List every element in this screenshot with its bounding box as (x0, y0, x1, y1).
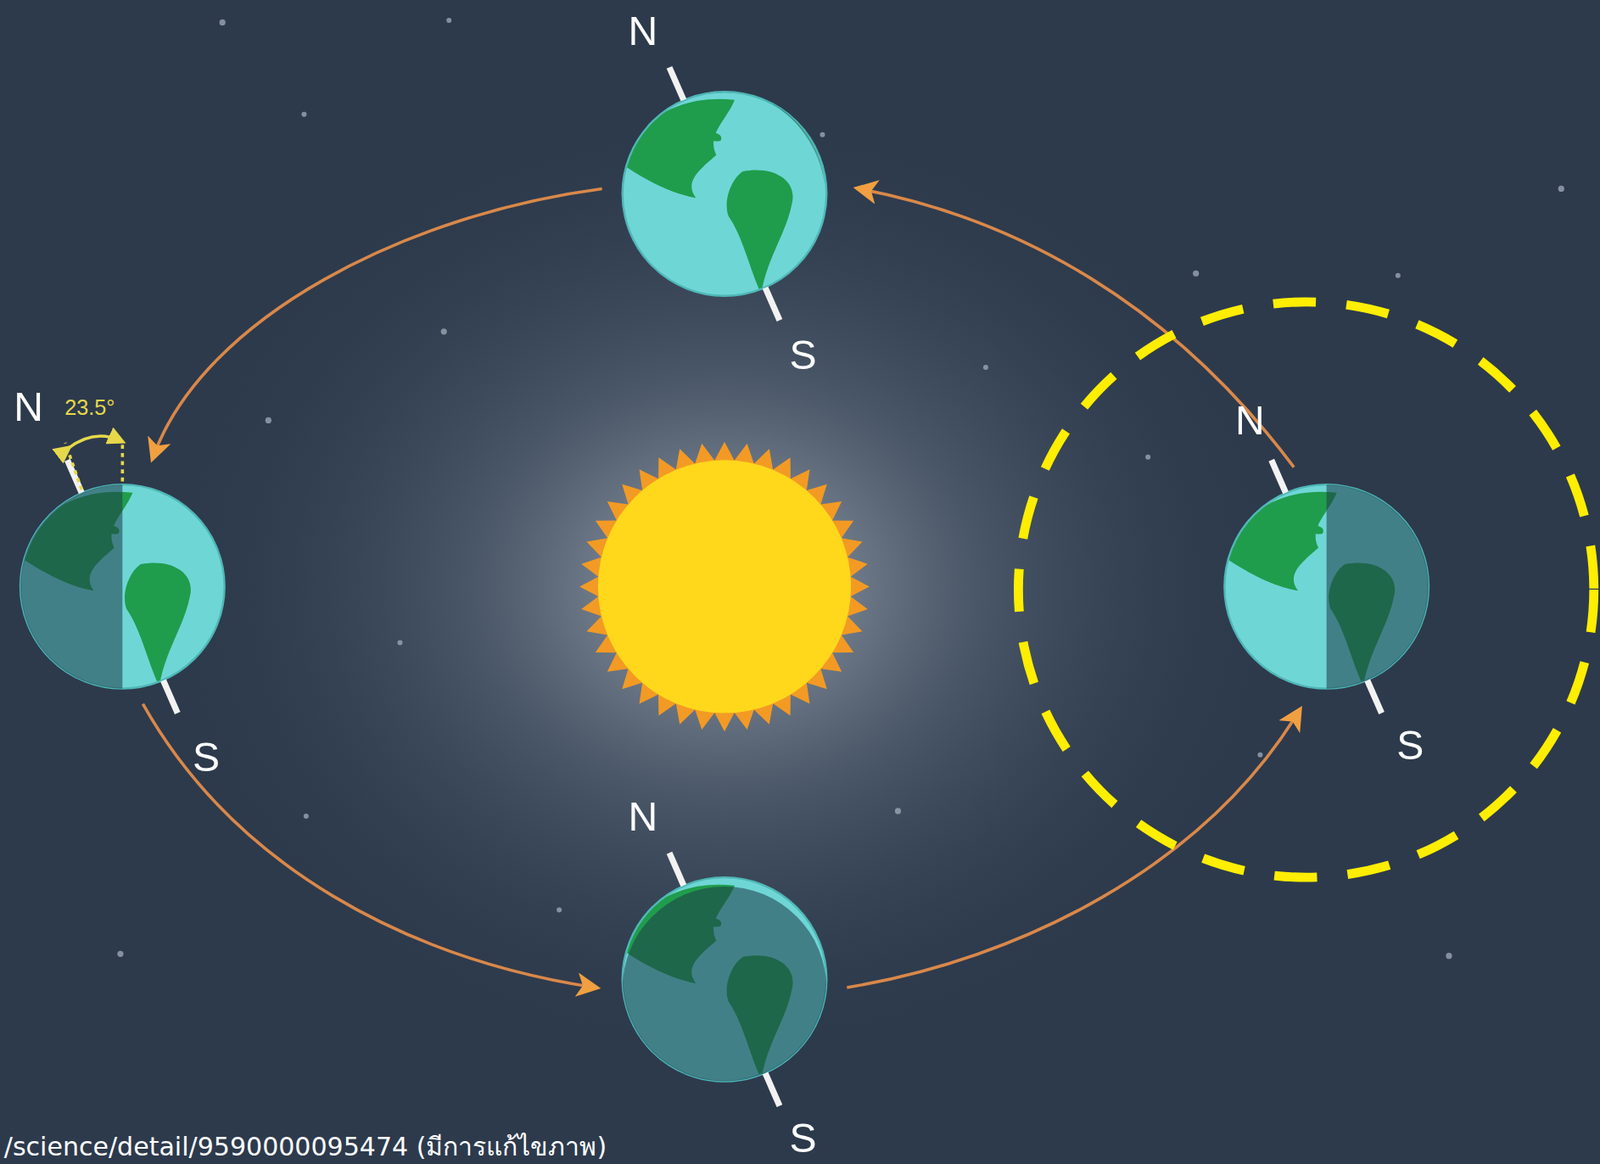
pole-label: N (627, 10, 658, 51)
pole-label: S (789, 1117, 817, 1159)
earth (620, 867, 837, 1091)
angle-label: 23.5° (64, 397, 115, 419)
pole-label: S (192, 736, 220, 778)
pole-label: N (13, 386, 44, 427)
earth (18, 474, 235, 689)
earth (1222, 474, 1439, 689)
pole-label: S (1396, 724, 1424, 766)
earth (620, 81, 837, 297)
sun-rays (579, 441, 870, 732)
source-note: /science/detail/9590000095474 (มีการแก้ไ… (4, 1134, 607, 1160)
sun (598, 459, 851, 713)
tilt-angle-marker (65, 436, 123, 490)
pole-label: N (627, 795, 658, 837)
highlight-circle (1018, 302, 1594, 878)
sun-rays (579, 441, 870, 732)
pole-label: S (789, 334, 817, 375)
earth-axis (67, 67, 1382, 1106)
pole-label: N (1235, 399, 1265, 441)
